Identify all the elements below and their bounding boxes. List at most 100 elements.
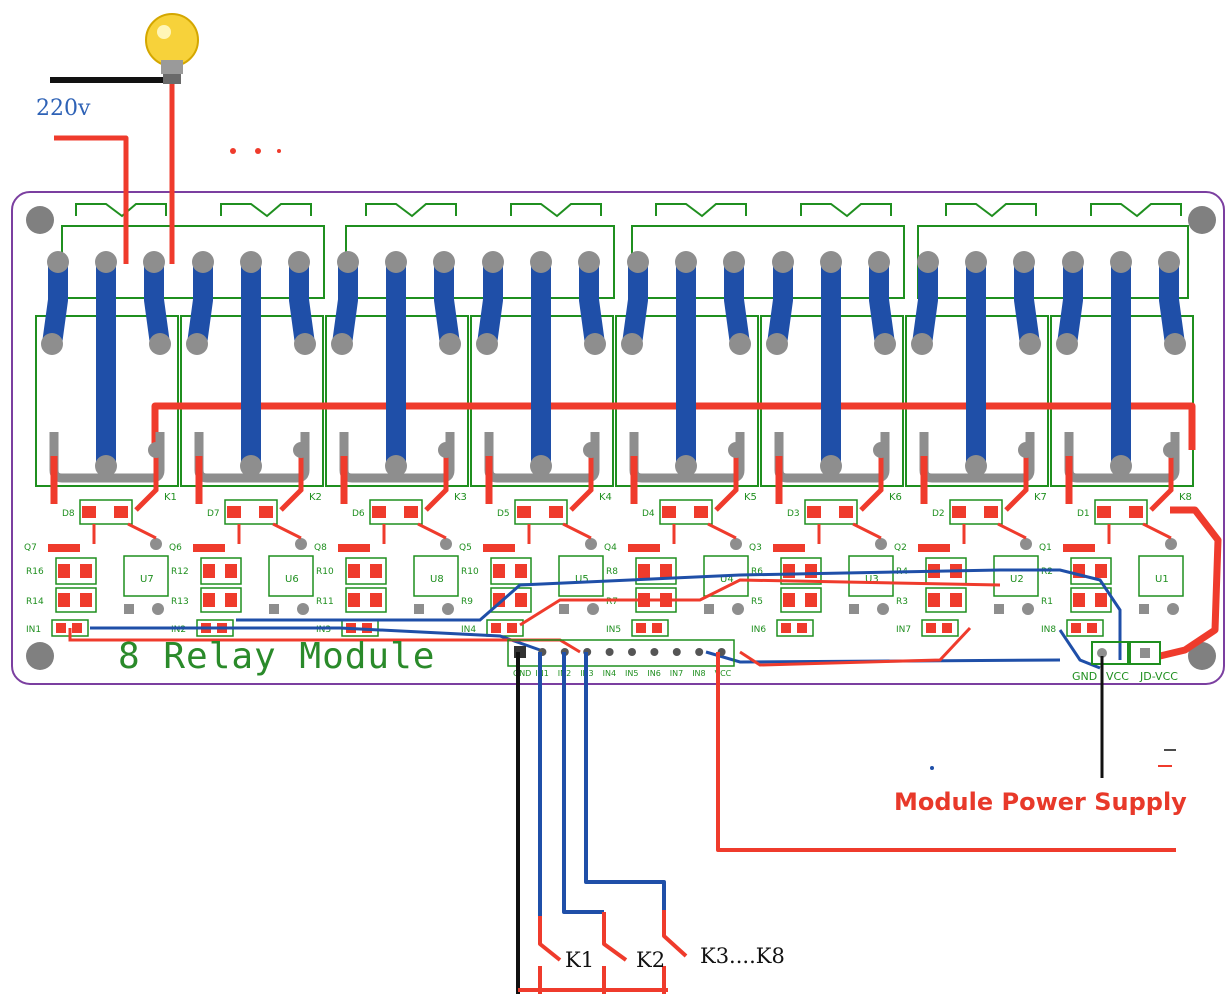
resistor-label: R10 bbox=[316, 567, 334, 577]
transistor-label: Q8 bbox=[314, 543, 327, 553]
relay-pad bbox=[820, 251, 842, 273]
decorative-marks bbox=[230, 148, 1176, 770]
power-pin-jdvcc: JD-VCC bbox=[1139, 670, 1178, 683]
relay-id-label: K1 bbox=[164, 492, 177, 503]
driver-label: U3 bbox=[865, 574, 879, 585]
resistor-label: R6 bbox=[751, 567, 763, 577]
relay-pad bbox=[1110, 455, 1132, 477]
resistor-label: R3 bbox=[896, 597, 908, 607]
relay-pad bbox=[874, 333, 896, 355]
resistor-label: R2 bbox=[1041, 567, 1053, 577]
relay-pad bbox=[240, 455, 262, 477]
switch-label-k3-k8: K3....K8 bbox=[700, 944, 785, 968]
resistor-label: R13 bbox=[171, 597, 189, 607]
relay-pad bbox=[192, 251, 214, 273]
relay-id-label: K6 bbox=[889, 492, 902, 503]
relay-pad bbox=[1158, 251, 1180, 273]
relay-pad bbox=[820, 455, 842, 477]
input-label: IN8 bbox=[1041, 625, 1056, 635]
input-label: IN4 bbox=[461, 625, 476, 635]
diode-label: D2 bbox=[932, 509, 945, 519]
power-pin-vcc: VCC bbox=[1106, 670, 1129, 683]
light-bulb-icon bbox=[145, 13, 199, 84]
transistor-label: Q2 bbox=[894, 543, 907, 553]
diode-label: D6 bbox=[352, 509, 365, 519]
header-pin-label: IN5 bbox=[625, 669, 638, 678]
relay-pad bbox=[337, 251, 359, 273]
vcc-bus-trace bbox=[151, 402, 1196, 450]
mounting-hole bbox=[1188, 206, 1216, 234]
input-label: IN2 bbox=[171, 625, 186, 635]
driver-label: U5 bbox=[575, 574, 589, 585]
relay-id-label: K7 bbox=[1034, 492, 1047, 503]
driver-label: U7 bbox=[140, 574, 154, 585]
relay-id-label: K8 bbox=[1179, 492, 1192, 503]
driver-label: U4 bbox=[720, 574, 734, 585]
diode-label: D8 bbox=[62, 509, 75, 519]
resistor-label: R10 bbox=[461, 567, 479, 577]
driver-label: U2 bbox=[1010, 574, 1024, 585]
board-title: 8 Relay Module bbox=[118, 636, 436, 677]
relay-pad bbox=[331, 333, 353, 355]
relay-pad bbox=[917, 251, 939, 273]
power-pin-labels: GND VCC JD-VCC bbox=[1072, 670, 1178, 683]
input-label: IN3 bbox=[316, 625, 331, 635]
resistor-label: R1 bbox=[1041, 597, 1053, 607]
relay-pad bbox=[1056, 333, 1078, 355]
relay-id-label: K5 bbox=[744, 492, 757, 503]
relay-pad bbox=[240, 251, 262, 273]
relay-pad bbox=[530, 455, 552, 477]
relay-pad bbox=[675, 251, 697, 273]
relay-pad bbox=[729, 333, 751, 355]
transistor-label: Q7 bbox=[24, 543, 37, 553]
blue-power-traces bbox=[42, 252, 1185, 476]
relay-pad bbox=[911, 333, 933, 355]
relay-pad bbox=[1110, 251, 1132, 273]
relay-pad bbox=[47, 251, 69, 273]
relay-pad bbox=[186, 333, 208, 355]
input-label: IN5 bbox=[606, 625, 621, 635]
resistor-label: R9 bbox=[461, 597, 473, 607]
diode-label: D1 bbox=[1077, 509, 1090, 519]
diode-label: D5 bbox=[497, 509, 510, 519]
relay-pad bbox=[433, 251, 455, 273]
relay-pad bbox=[766, 333, 788, 355]
relay-pad bbox=[723, 251, 745, 273]
relay-pads bbox=[41, 251, 1186, 512]
header-pin-label: IN1 bbox=[535, 669, 548, 678]
mounting-hole bbox=[26, 642, 54, 670]
power-supply-label: Module Power Supply bbox=[894, 788, 1187, 816]
relay-pad bbox=[41, 333, 63, 355]
transistor-label: Q6 bbox=[169, 543, 182, 553]
relay-pad bbox=[1013, 251, 1035, 273]
relay-pad bbox=[675, 455, 697, 477]
resistor-label: R8 bbox=[606, 567, 618, 577]
power-connector bbox=[1091, 641, 1161, 665]
mounting-hole bbox=[26, 206, 54, 234]
relay-pad bbox=[1019, 333, 1041, 355]
relay-pad bbox=[627, 251, 649, 273]
resistor-label: R14 bbox=[26, 597, 44, 607]
input-label: IN7 bbox=[896, 625, 911, 635]
relay-pad bbox=[149, 333, 171, 355]
header-pin-label: IN7 bbox=[670, 669, 683, 678]
resistor-label: R11 bbox=[316, 597, 334, 607]
relay-pad bbox=[1164, 333, 1186, 355]
switch-label-k1: K1 bbox=[565, 948, 595, 972]
diode-label: D7 bbox=[207, 509, 220, 519]
relay-pad bbox=[621, 333, 643, 355]
transistor-label: Q3 bbox=[749, 543, 762, 553]
relay-pad bbox=[965, 251, 987, 273]
relay-pad bbox=[868, 251, 890, 273]
transistor-label: Q5 bbox=[459, 543, 472, 553]
relay-pad bbox=[584, 333, 606, 355]
driver-label: U6 bbox=[285, 574, 299, 585]
header-pin-label: VCC bbox=[715, 669, 732, 678]
relay-pad bbox=[578, 251, 600, 273]
driver-label: U8 bbox=[430, 574, 444, 585]
external-wires bbox=[50, 77, 1176, 994]
mounting-hole bbox=[1188, 642, 1216, 670]
input-label: IN1 bbox=[26, 625, 41, 635]
relay-pad bbox=[476, 333, 498, 355]
